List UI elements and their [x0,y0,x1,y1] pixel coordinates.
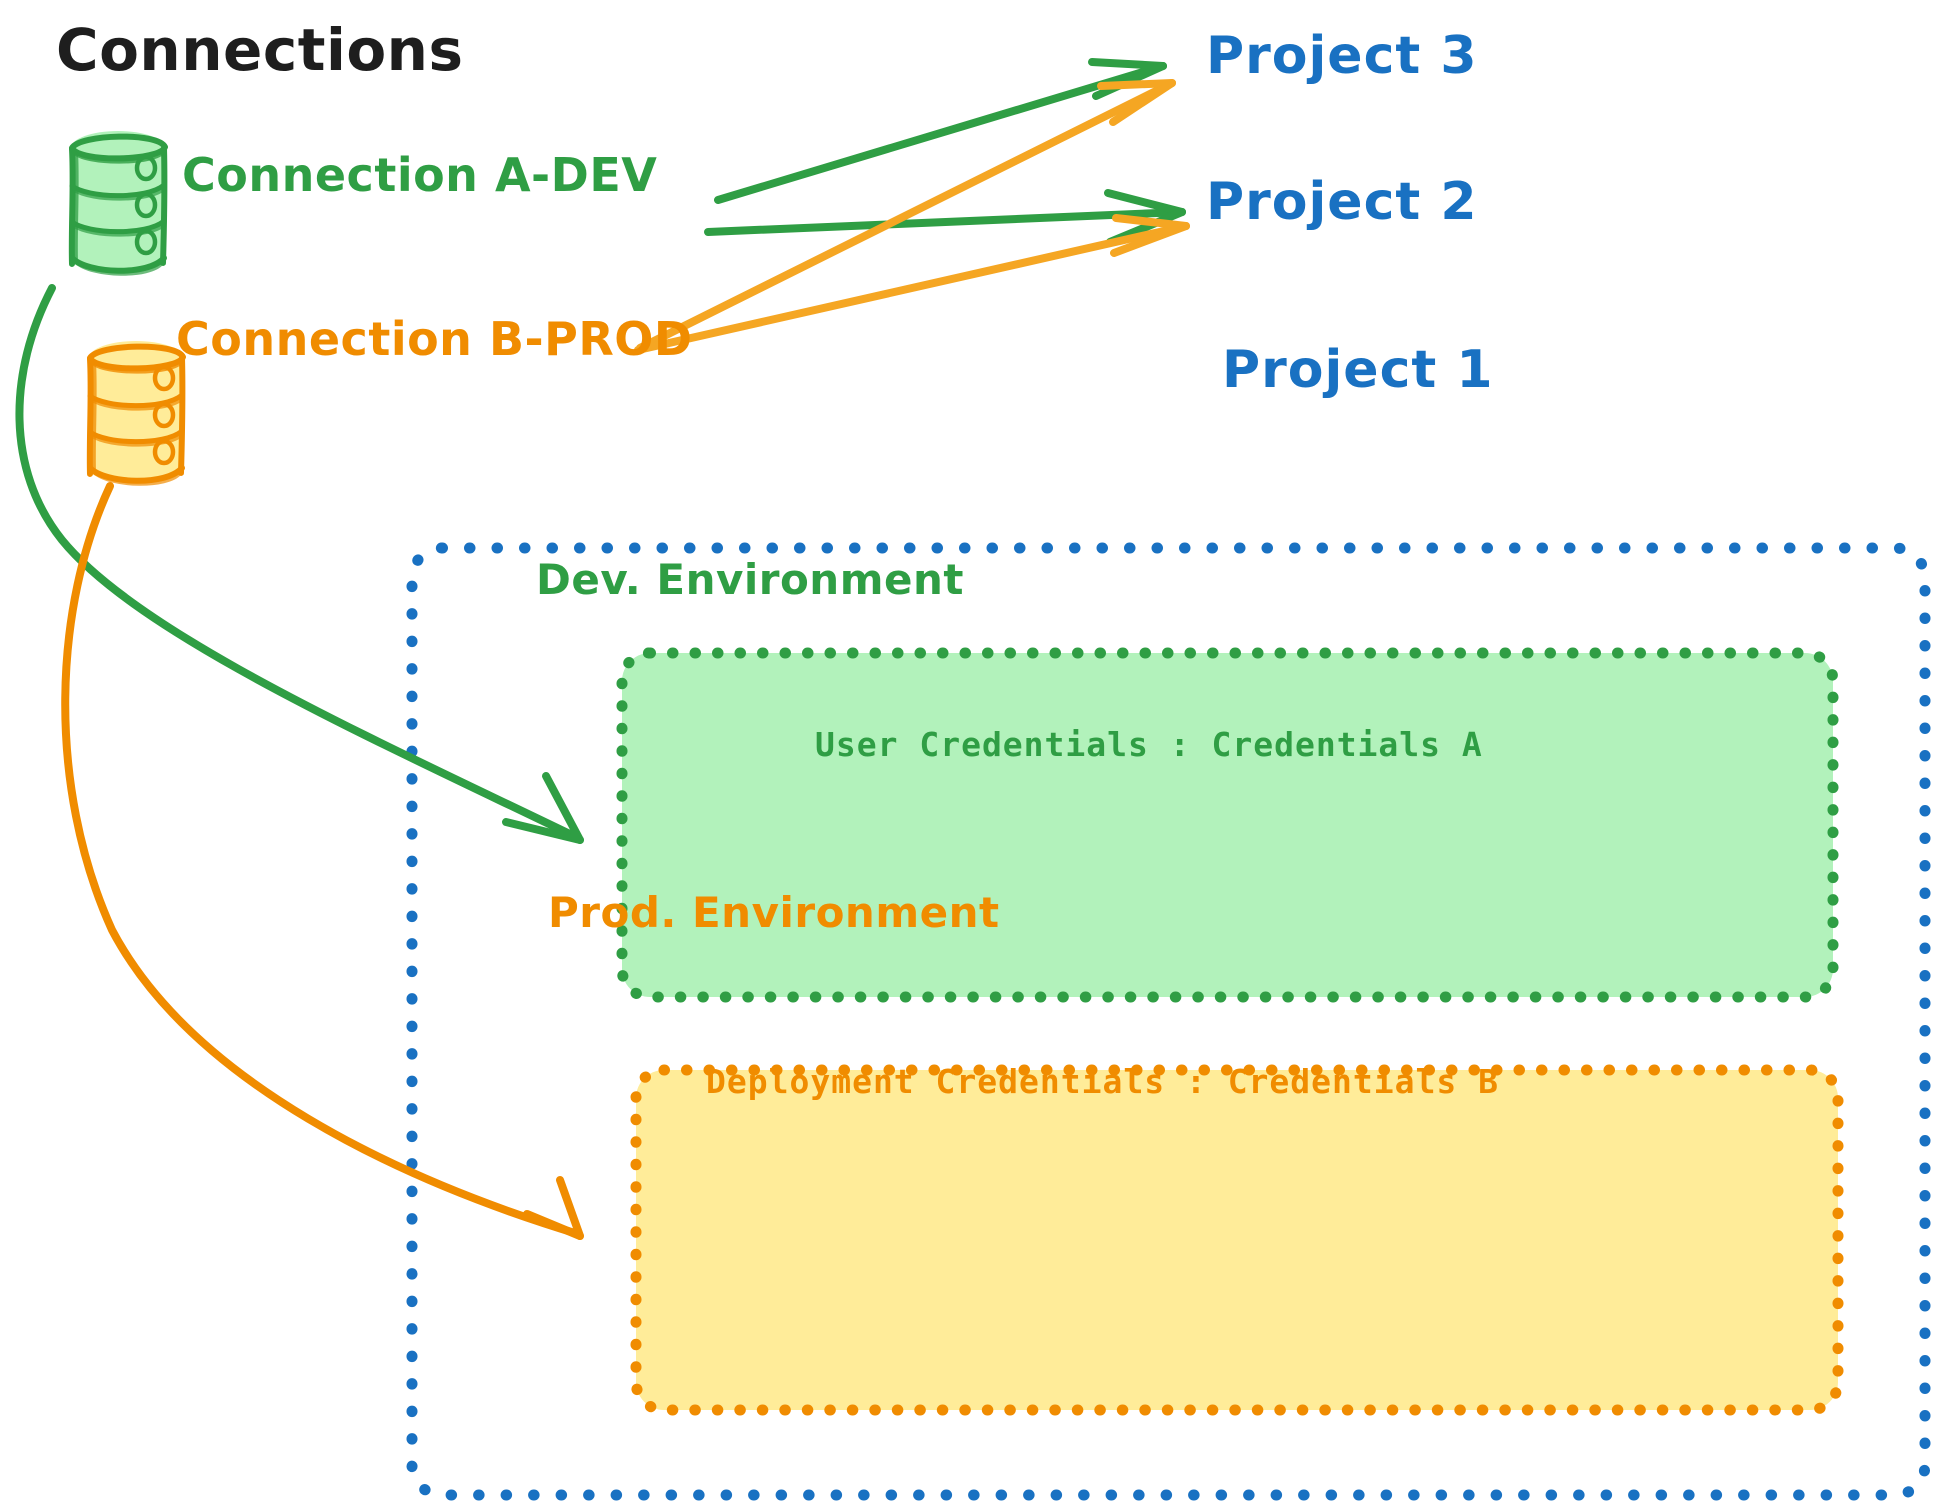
edge-conn-b-to-prod-environment [61,482,584,1240]
database-cylinder-icon-orange [86,341,186,486]
edge-conn-a-to-dev-environment [15,284,584,844]
edge-conn-b-to-project-3 [636,79,1176,352]
dev-environment-box [616,647,1839,1003]
project-1-boundary-box [406,542,1931,1501]
prod-environment-box [630,1064,1844,1416]
edge-conn-b-to-project-2 [634,214,1190,354]
edge-conn-a-to-project-3 [714,58,1167,204]
database-cylinder-icon-green [68,131,168,276]
